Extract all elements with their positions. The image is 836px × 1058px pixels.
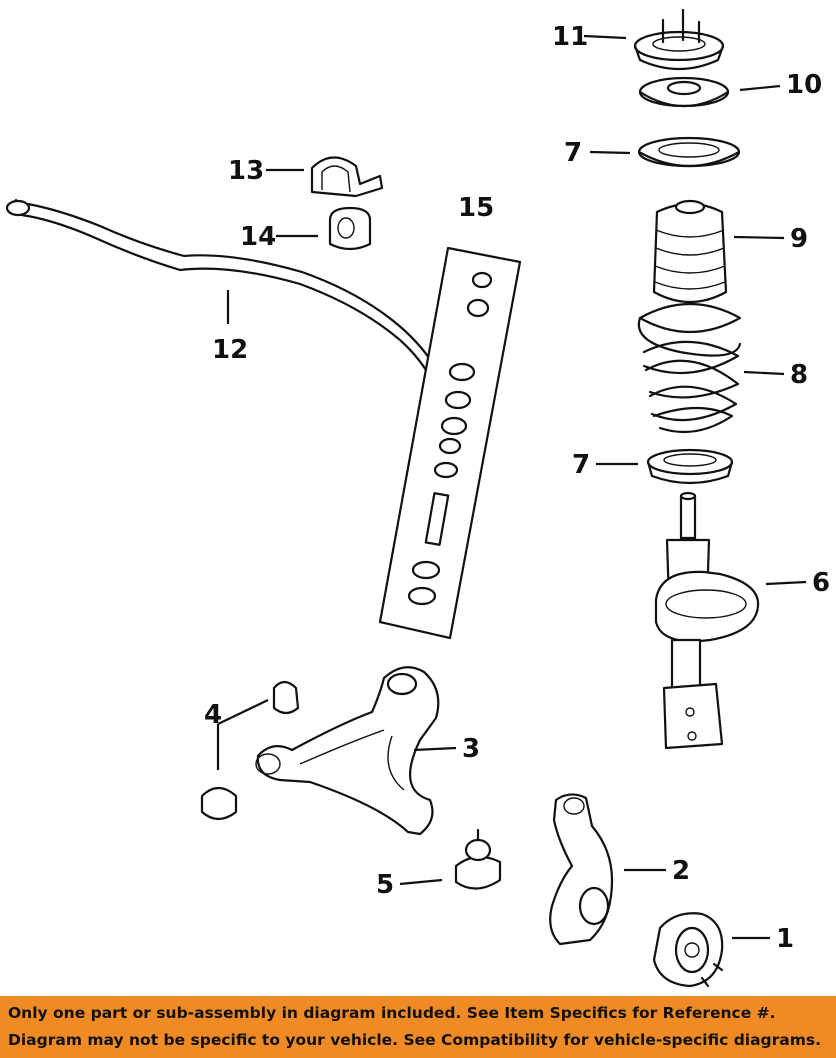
spring-insulator-upper-part-7 bbox=[637, 136, 741, 168]
callout-12: 12 bbox=[212, 335, 248, 365]
boot-bumper-part-9 bbox=[652, 199, 728, 303]
ball-joint-part-5 bbox=[454, 828, 502, 890]
suspension-exploded-diagram: 11 10 7 9 8 7 6 13 14 15 12 4 3 2 5 1 bbox=[5, 8, 830, 988]
callout-1: 1 bbox=[776, 924, 794, 954]
callout-7-lower: 7 bbox=[572, 450, 590, 480]
callout-10: 10 bbox=[786, 70, 822, 100]
callout-4: 4 bbox=[204, 700, 222, 730]
callout-9: 9 bbox=[790, 224, 808, 254]
callout-11: 11 bbox=[552, 22, 588, 52]
callout-15: 15 bbox=[458, 193, 494, 223]
callout-7-upper: 7 bbox=[564, 138, 582, 168]
callout-8: 8 bbox=[790, 360, 808, 390]
stabilizer-bracket-part-13 bbox=[310, 156, 384, 198]
callout-5: 5 bbox=[376, 870, 394, 900]
callout-13: 13 bbox=[228, 156, 264, 186]
strut-mount-part-11 bbox=[633, 8, 725, 71]
spring-insulator-lower-part-7 bbox=[646, 448, 734, 485]
disclaimer-line-2: Diagram may not be specific to your vehi… bbox=[8, 1031, 822, 1049]
callout-6: 6 bbox=[812, 568, 830, 598]
lower-control-arm-part-3 bbox=[255, 666, 440, 836]
callout-3: 3 bbox=[462, 734, 480, 764]
disclaimer-banner: Only one part or sub-assembly in diagram… bbox=[0, 996, 836, 1058]
coil-spring-part-8 bbox=[637, 303, 742, 434]
stabilizer-bar-part-12 bbox=[5, 198, 450, 414]
disclaimer-line-1: Only one part or sub-assembly in diagram… bbox=[8, 1004, 776, 1022]
steering-knuckle-part-2 bbox=[549, 793, 614, 946]
strut-assembly-part-6 bbox=[654, 491, 760, 750]
callout-2: 2 bbox=[672, 856, 690, 886]
callout-14: 14 bbox=[240, 222, 276, 252]
control-arm-bushing-part-4 bbox=[200, 680, 300, 821]
wheel-hub-part-1 bbox=[652, 912, 724, 988]
strut-bearing-part-10 bbox=[638, 76, 730, 108]
stabilizer-link-kit-part-15 bbox=[378, 246, 522, 640]
stabilizer-bushing-part-14 bbox=[328, 206, 372, 251]
leader-lines bbox=[216, 34, 807, 940]
